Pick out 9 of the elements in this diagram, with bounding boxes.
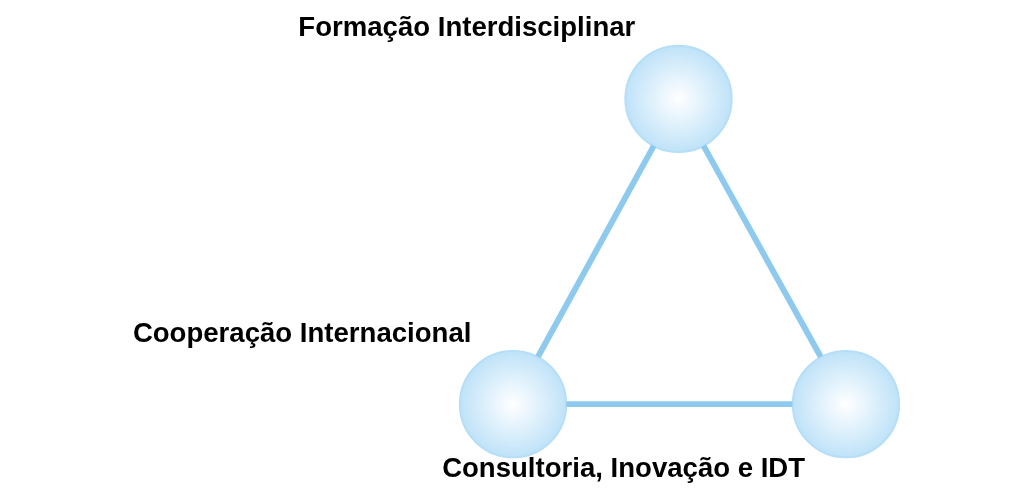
node-label: Cooperação Internacional bbox=[132, 316, 471, 348]
connector bbox=[534, 144, 656, 359]
connector bbox=[565, 401, 792, 408]
connector bbox=[700, 144, 823, 359]
node-label: Formação Interdisciplinar bbox=[297, 11, 635, 43]
node-label: Consultoria, Inovação e IDT bbox=[441, 452, 805, 484]
node-circle bbox=[791, 350, 900, 459]
node-circle bbox=[458, 350, 567, 459]
node-circle bbox=[623, 44, 733, 153]
